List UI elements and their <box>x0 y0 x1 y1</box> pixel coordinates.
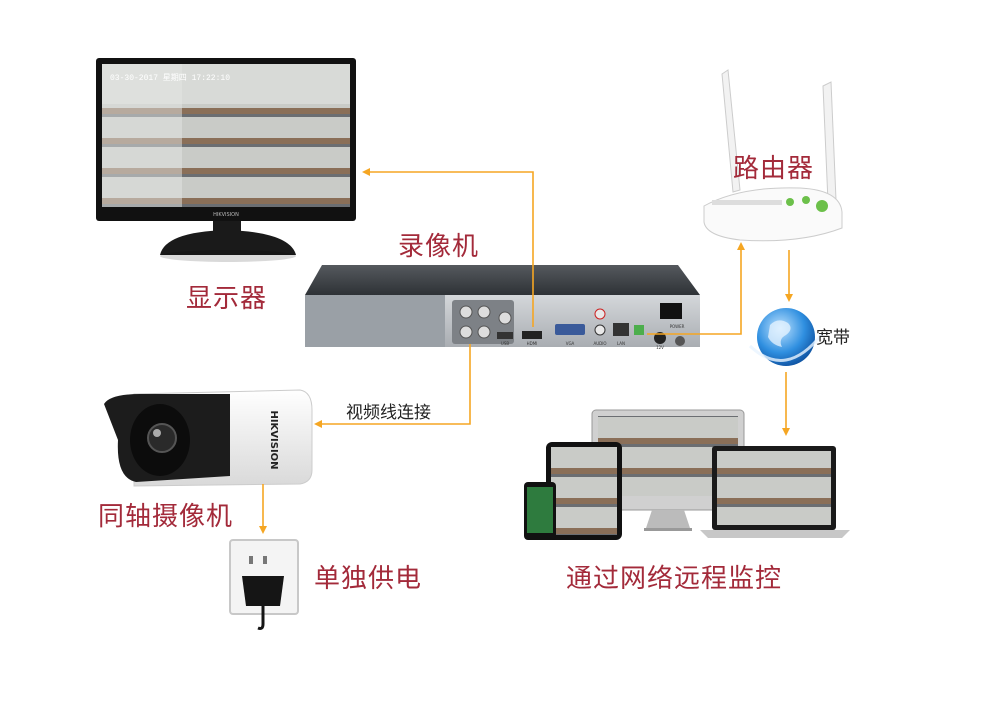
vga-port <box>555 324 585 335</box>
coax-camera: HIKVISION <box>104 389 313 487</box>
label-broadband: 宽带 <box>816 328 850 348</box>
camera-logo: HIKVISION <box>268 410 279 469</box>
monitor-logo: HIKVISION <box>213 212 239 218</box>
svg-text:POWER: POWER <box>670 324 685 329</box>
svg-text:HDMI: HDMI <box>527 341 538 346</box>
usb-port <box>497 332 513 339</box>
arrow-dvr-to-monitor <box>362 168 534 327</box>
arrow-dvr-to-camera <box>314 344 471 428</box>
router <box>703 69 843 242</box>
arrow-dvr-to-router <box>647 242 745 335</box>
router-antenna-right <box>822 81 837 203</box>
monitor-stand <box>160 230 296 255</box>
dvr: USB HDMI VGA AUDIO LAN POWER 12V <box>305 265 700 350</box>
label-router: 路由器 <box>733 154 815 184</box>
power-outlet <box>229 539 299 630</box>
monitor-timestamp: 03-30-2017 星期四 17:22:10 <box>110 73 230 83</box>
connection-arrows <box>259 168 793 534</box>
label-power: 单独供电 <box>314 564 423 594</box>
svg-text:AUDIO: AUDIO <box>593 341 606 346</box>
label-dvr: 录像机 <box>398 232 480 262</box>
label-remote: 通过网络远程监控 <box>566 564 783 594</box>
lan-port <box>613 323 629 336</box>
svg-text:VGA: VGA <box>566 341 575 346</box>
power-switch <box>660 303 682 319</box>
remote-devices <box>524 409 850 540</box>
monitor: 03-30-2017 星期四 17:22:10 HIKVISION <box>96 58 356 262</box>
power-adapter <box>242 576 284 606</box>
broadband-globe-icon <box>748 308 824 366</box>
label-video-cable: 视频线连接 <box>346 403 431 423</box>
svg-text:12V: 12V <box>656 345 664 350</box>
router-body <box>703 187 843 242</box>
camera-lens <box>147 423 177 453</box>
svg-text:USB: USB <box>501 341 509 346</box>
svg-text:LAN: LAN <box>617 341 625 346</box>
dvr-top <box>305 265 700 295</box>
hdmi-port <box>522 331 542 339</box>
label-monitor: 显示器 <box>186 284 268 314</box>
label-camera: 同轴摄像机 <box>98 502 234 532</box>
monitor-neck <box>213 221 241 233</box>
router-antenna-left <box>721 69 741 193</box>
